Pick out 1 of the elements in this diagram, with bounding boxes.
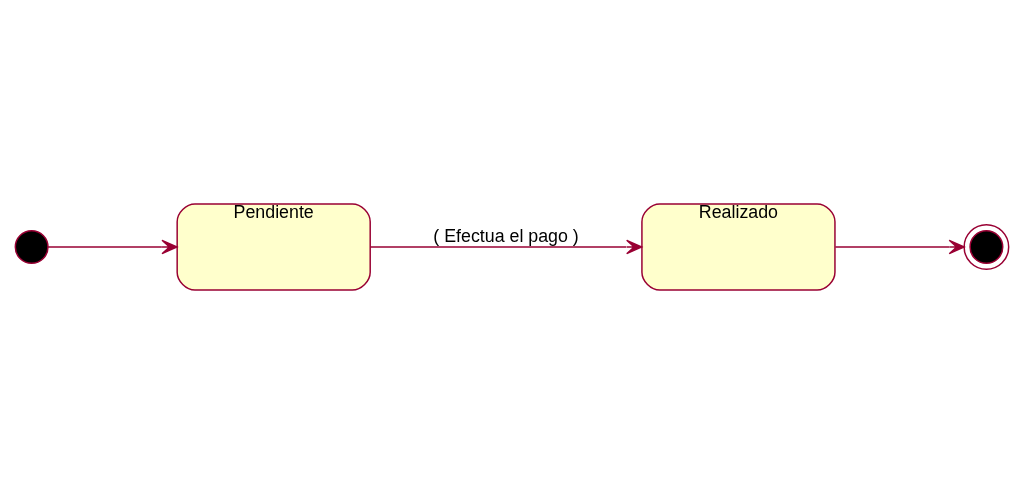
edge-label: ( Efectua el pago ): [432, 225, 579, 246]
